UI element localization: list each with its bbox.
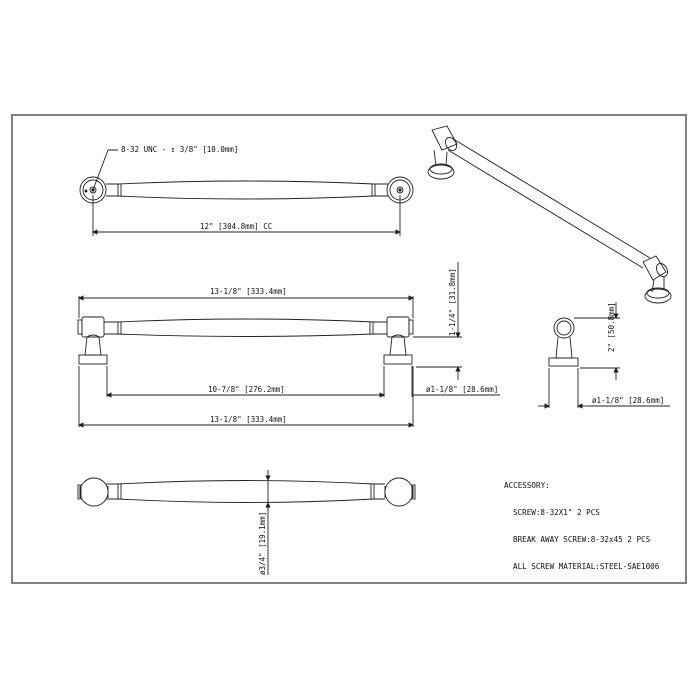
accessory-line-material: ALL SCREW MATERIAL:STEEL-SAE1006 xyxy=(513,562,660,571)
projection-label: 1-1/4" [31.8mm] xyxy=(448,268,457,336)
center-to-center-label: 12" [304.8mm] CC xyxy=(200,222,272,231)
overall-length-bottom-label: 13-1/8" [333.4mm] xyxy=(210,415,287,424)
top-view xyxy=(79,149,414,236)
thread-callout-label: 8-32 UNC - ↧ 3/8" [10.0mm] xyxy=(121,145,238,154)
accessory-heading: ACCESSORY: xyxy=(504,481,550,490)
side-base-diameter-label: ø1-1/8" [28.6mm] xyxy=(592,396,664,405)
inner-span-label: 10-7/8" [276.2mm] xyxy=(208,385,285,394)
accessory-note: ACCESSORY: SCREW:8-32X1" 2 PCS BREAK AWA… xyxy=(504,463,659,580)
side-view xyxy=(538,302,670,409)
accessory-line-screw: SCREW:8-32X1" 2 PCS xyxy=(513,508,600,517)
bar-diameter-label: ø3/4" [19.1mm] xyxy=(258,512,267,575)
front-base-diameter-label: ø1-1/8" [28.6mm] xyxy=(426,385,498,394)
overall-length-top-label: 13-1/8" [333.4mm] xyxy=(210,287,287,296)
side-height-label: 2" [50.8mm] xyxy=(607,302,616,352)
bottom-view xyxy=(77,470,416,575)
front-view xyxy=(77,262,500,428)
isometric-view xyxy=(427,125,672,304)
drawing-frame xyxy=(11,114,687,584)
accessory-line-breakaway: BREAK AWAY SCREW:8-32x45 2 PCS xyxy=(513,535,651,544)
